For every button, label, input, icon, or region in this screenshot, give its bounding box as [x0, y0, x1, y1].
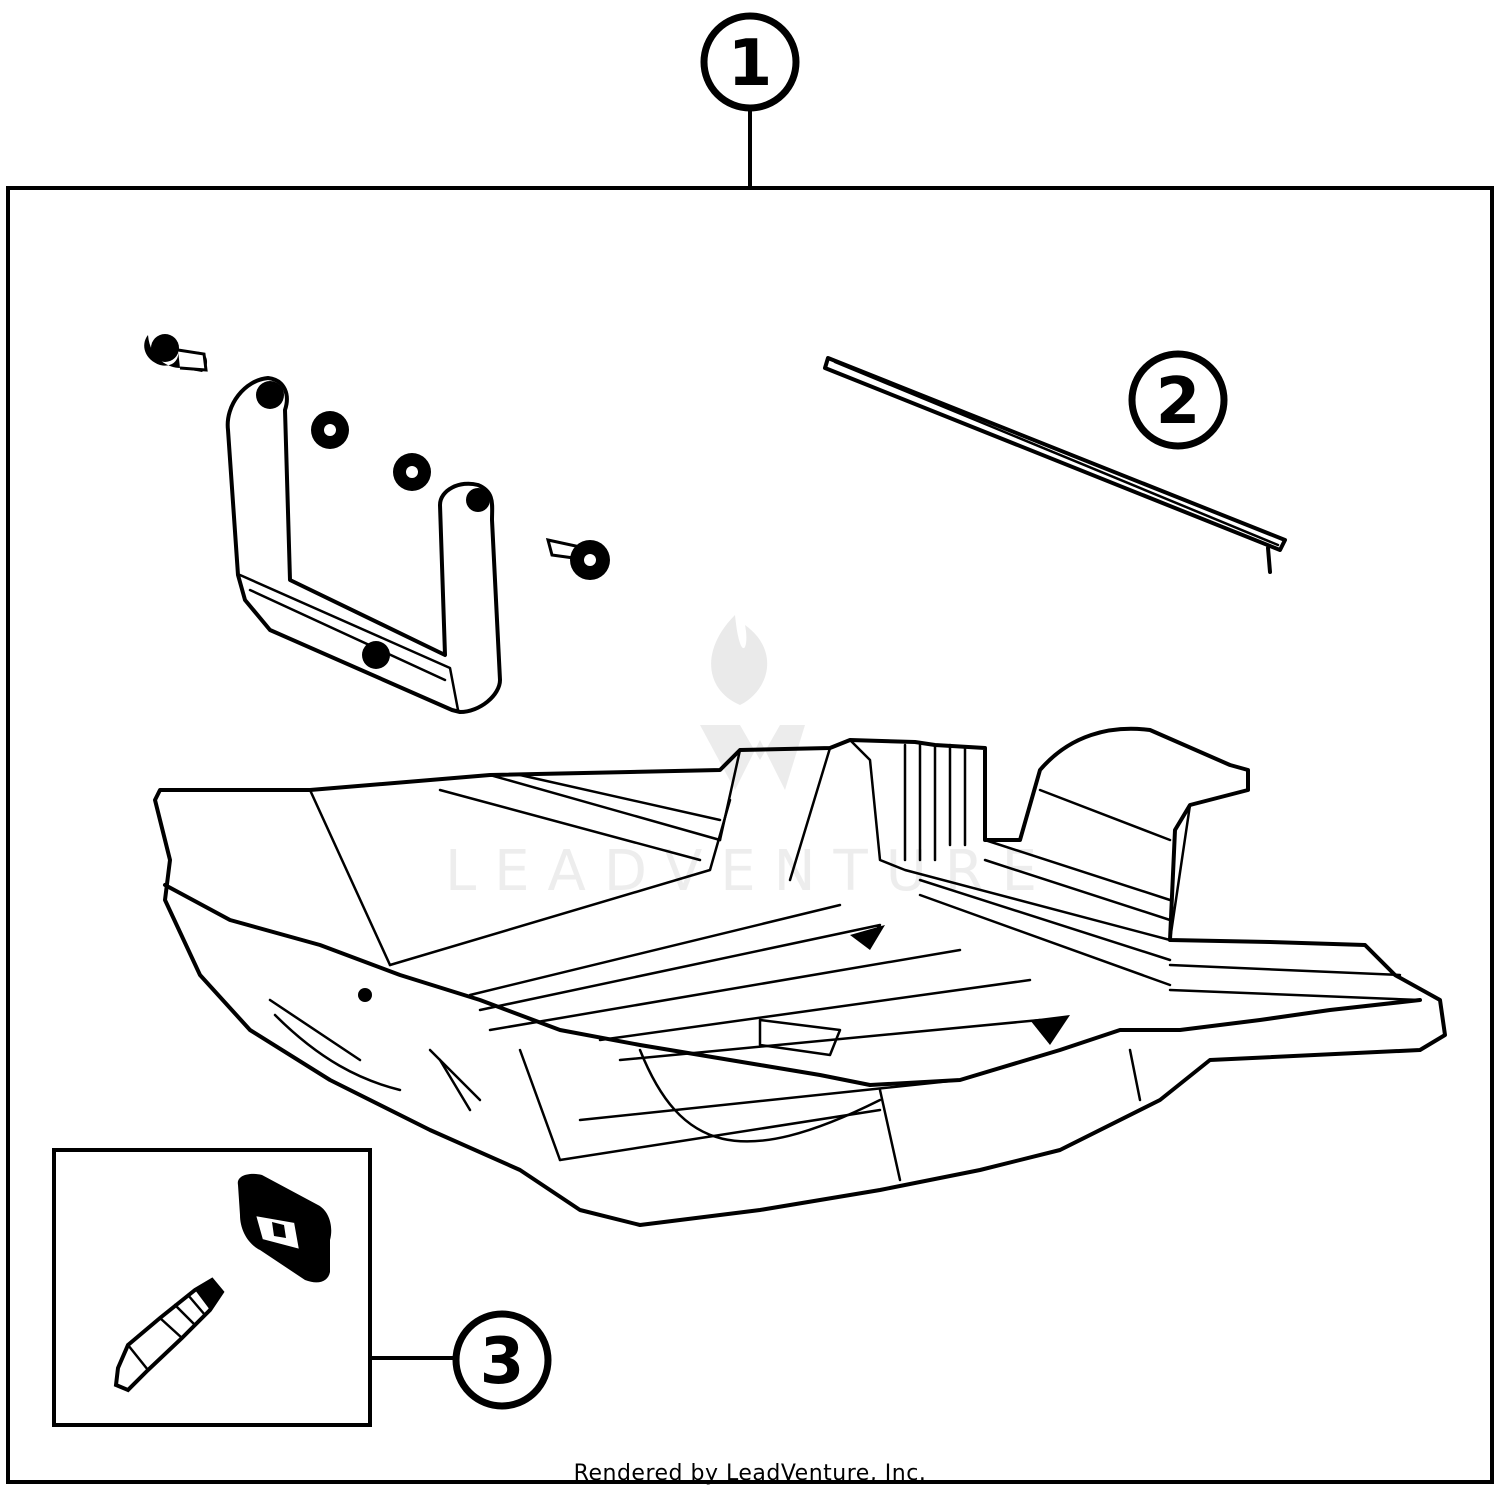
callout-2-circle — [1128, 350, 1228, 450]
screw-right — [545, 538, 610, 580]
screw-top-left — [144, 334, 208, 372]
rendered-by-credit: Rendered by LeadVenture, Inc. — [573, 1461, 927, 1486]
callout-2[interactable]: 2 — [1128, 350, 1228, 450]
callout-1-circle — [700, 12, 800, 112]
mounting-bracket — [225, 376, 502, 714]
skid-plate — [153, 726, 1447, 1227]
watermark-logo: LEADVENTURE — [445, 615, 1055, 904]
clip-nut — [237, 1173, 332, 1283]
callout-3-label: 3 — [480, 1325, 525, 1399]
callout-3-circle — [452, 1310, 552, 1410]
callout-2-label: 2 — [1156, 365, 1201, 439]
nut-1 — [311, 411, 349, 449]
callout-1-label: 1 — [728, 27, 773, 101]
bolt-screw — [113, 1277, 225, 1393]
callout-1[interactable]: 1 — [700, 12, 800, 188]
hardware-kit-inset[interactable] — [52, 1148, 455, 1427]
nut-2 — [393, 453, 431, 491]
watermark-text: LEADVENTURE — [445, 839, 1055, 904]
callout-3[interactable]: 3 — [452, 1310, 552, 1410]
cable-tie-part — [823, 356, 1287, 574]
